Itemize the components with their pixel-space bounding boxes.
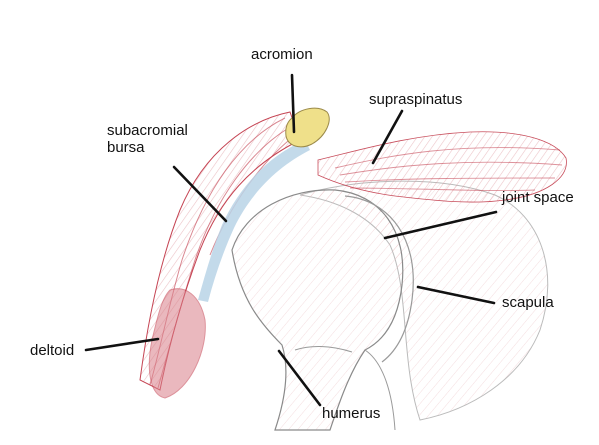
label-scapula: scapula [502, 294, 554, 311]
label-subacromial-bursa: subacromial bursa [107, 122, 188, 156]
label-acromion: acromion [251, 46, 313, 63]
humerus-shape [232, 190, 403, 430]
label-supraspinatus: supraspinatus [369, 91, 462, 108]
label-subacromial-line2: bursa [107, 139, 188, 156]
label-humerus: humerus [322, 405, 380, 422]
label-joint-space: joint space [502, 189, 574, 206]
label-subacromial-line1: subacromial [107, 122, 188, 139]
label-deltoid: deltoid [30, 342, 74, 359]
